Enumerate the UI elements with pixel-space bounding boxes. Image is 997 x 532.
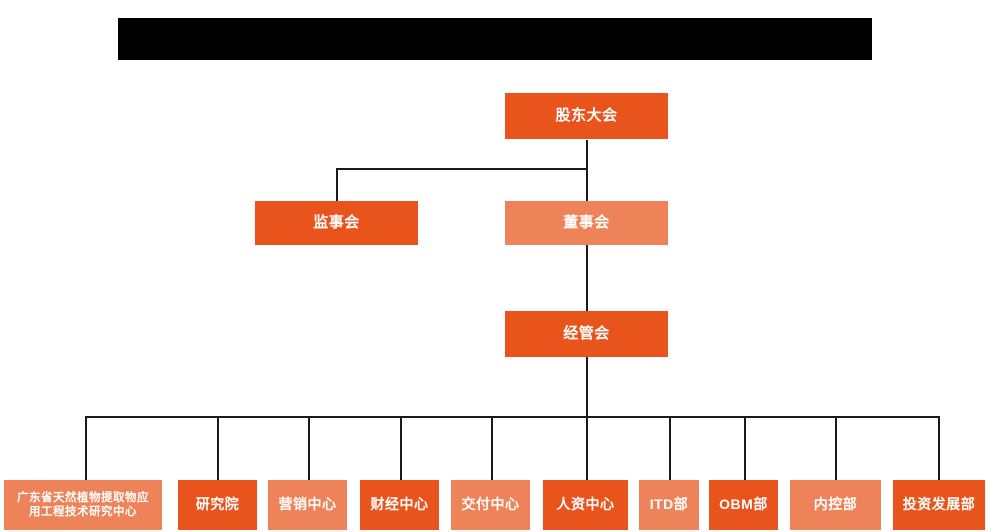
node-label: OBM部 bbox=[719, 496, 768, 513]
node-board-of-supervisors[interactable]: 监事会 bbox=[255, 201, 418, 245]
node-dept-guangdong-research-center[interactable]: 广东省天然植物提取物应 用工程技术研究中心 bbox=[4, 480, 162, 530]
node-label: 营销中心 bbox=[278, 496, 337, 513]
connector-dept-drop-10 bbox=[938, 416, 940, 480]
node-label: 广东省天然植物提取物应 用工程技术研究中心 bbox=[8, 491, 158, 520]
node-label: 内控部 bbox=[813, 496, 858, 513]
node-dept-delivery-center[interactable]: 交付中心 bbox=[451, 480, 530, 530]
node-dept-marketing-center[interactable]: 营销中心 bbox=[268, 480, 347, 530]
connector-dept-drop-2 bbox=[217, 416, 219, 480]
node-label-line2: 用工程技术研究中心 bbox=[29, 506, 137, 518]
connector-directors-drop bbox=[586, 168, 588, 201]
node-dept-hr-center[interactable]: 人资中心 bbox=[543, 480, 628, 530]
node-dept-investment-development[interactable]: 投资发展部 bbox=[893, 480, 985, 530]
connector-supervisors-drop bbox=[336, 168, 338, 201]
node-label: 股东大会 bbox=[555, 106, 618, 124]
node-dept-obm[interactable]: OBM部 bbox=[709, 480, 778, 530]
node-label: 交付中心 bbox=[461, 496, 520, 513]
node-shareholders-meeting[interactable]: 股东大会 bbox=[505, 93, 668, 139]
connector-dept-drop-3 bbox=[308, 416, 310, 480]
node-label: 人资中心 bbox=[556, 496, 615, 513]
connector-departments-bus bbox=[85, 416, 939, 418]
connector-management-stem bbox=[586, 357, 588, 417]
connector-dept-drop-1 bbox=[85, 416, 87, 480]
node-label: 董事会 bbox=[563, 213, 610, 231]
node-dept-finance-center[interactable]: 财经中心 bbox=[360, 480, 439, 530]
node-label: ITD部 bbox=[649, 496, 689, 513]
node-label: 经管会 bbox=[563, 324, 610, 342]
connector-dept-drop-5 bbox=[491, 416, 493, 480]
connector-directors-to-management bbox=[586, 243, 588, 311]
connector-dept-drop-8 bbox=[744, 416, 746, 480]
connector-dept-drop-4 bbox=[400, 416, 402, 480]
node-label-line1: 广东省天然植物提取物应 bbox=[17, 491, 149, 504]
node-label: 研究院 bbox=[195, 496, 240, 513]
node-management-committee[interactable]: 经管会 bbox=[505, 311, 668, 357]
node-label: 投资发展部 bbox=[902, 496, 976, 513]
node-dept-itd[interactable]: ITD部 bbox=[639, 480, 699, 530]
node-board-of-directors[interactable]: 董事会 bbox=[505, 201, 668, 245]
connector-level2-bus bbox=[336, 168, 587, 170]
connector-dept-drop-6 bbox=[586, 416, 588, 480]
node-dept-research-institute[interactable]: 研究院 bbox=[178, 480, 257, 530]
node-label: 财经中心 bbox=[370, 496, 429, 513]
redacted-title-bar bbox=[118, 18, 872, 60]
connector-dept-drop-7 bbox=[669, 416, 671, 480]
node-label: 监事会 bbox=[313, 213, 360, 231]
node-dept-internal-control[interactable]: 内控部 bbox=[790, 480, 881, 530]
connector-shareholders-stem bbox=[586, 140, 588, 170]
connector-dept-drop-9 bbox=[835, 416, 837, 480]
